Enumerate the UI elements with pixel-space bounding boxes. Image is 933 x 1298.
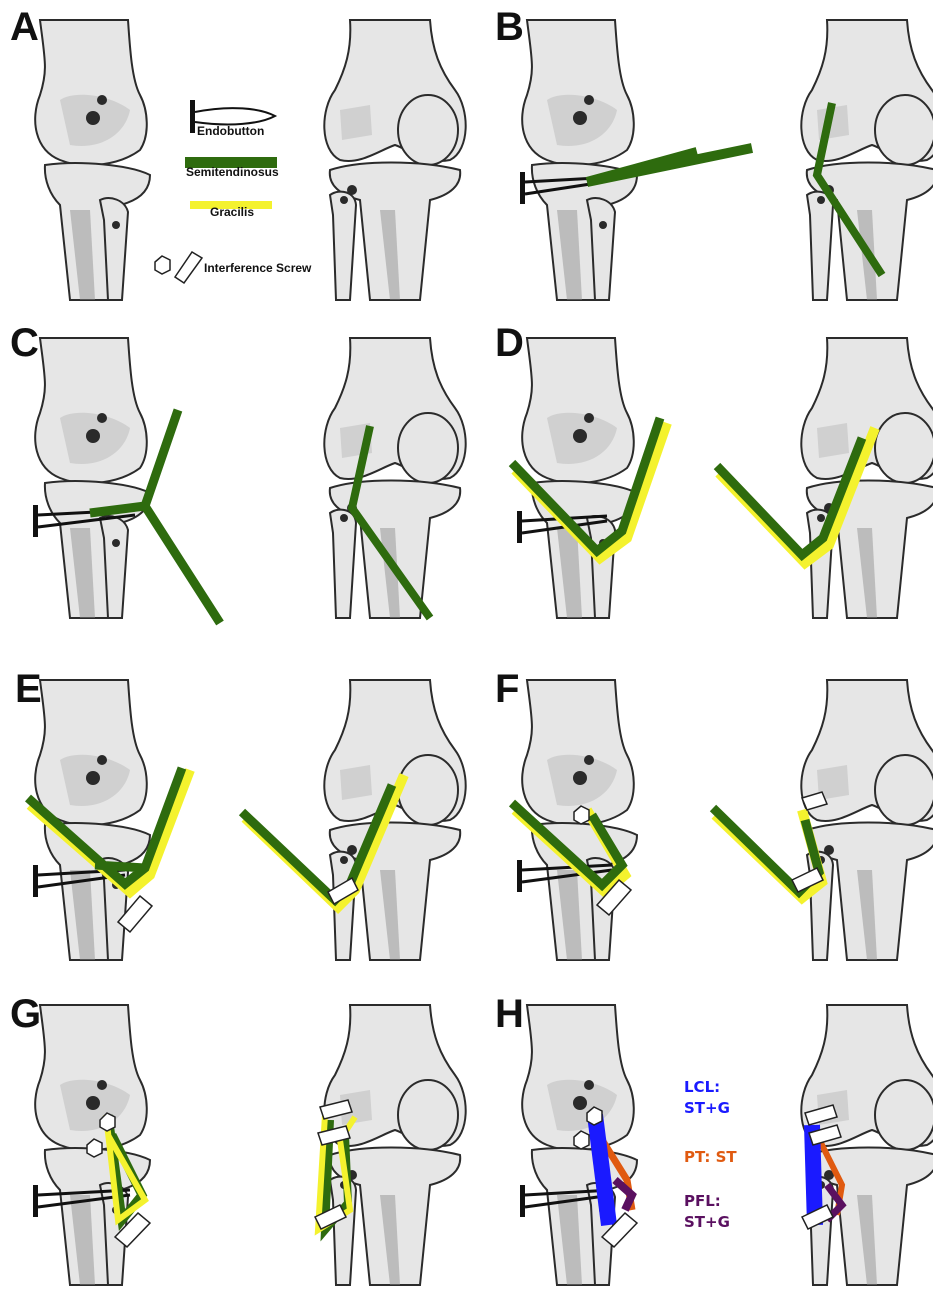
hexagon-screw-icon — [155, 256, 170, 274]
panel-e: E — [15, 667, 466, 960]
knee-lateral-view-b — [522, 20, 637, 300]
legend: Endobutton Semitendinosus Gracilis Inter… — [155, 100, 312, 283]
panel-label-d: D — [495, 321, 524, 365]
panel-label-a: A — [10, 5, 39, 49]
legend-interference-screw-label: Interference Screw — [204, 261, 312, 275]
panel-label-g: G — [10, 992, 41, 1036]
panel-d: D — [495, 321, 933, 618]
knee-posterior-view-c — [324, 338, 465, 618]
panel-label-f: F — [495, 667, 519, 711]
panel-a: A Endobutton Semitendinosus Gracilis Int… — [10, 5, 466, 300]
panel-label-h: H — [495, 992, 524, 1036]
knee-lateral-view-c — [35, 338, 150, 618]
key-lcl-value: ST+G — [684, 1099, 730, 1117]
key-lcl-title: LCL: — [684, 1078, 720, 1096]
key-pfl-title: PFL: — [684, 1192, 721, 1210]
panel-b: B — [495, 5, 933, 300]
knee-lateral-view-a — [35, 20, 150, 300]
legend-gracilis-label: Gracilis — [210, 205, 254, 219]
panel-c: C — [10, 321, 466, 623]
panel-label-e: E — [15, 667, 42, 711]
legend-semitendinosus-label: Semitendinosus — [186, 165, 279, 179]
legend-endobutton-label: Endobutton — [197, 124, 264, 138]
panel-label-b: B — [495, 5, 524, 49]
key-pt: PT: ST — [684, 1148, 737, 1166]
panel-f: F — [495, 667, 933, 960]
knee-lateral-view-d — [522, 338, 637, 618]
panel-h: H LCL: ST+G PT: ST PFL: ST+G — [495, 992, 933, 1285]
knee-posterior-view-d — [801, 338, 933, 618]
panel-g: G — [10, 992, 466, 1285]
interference-screw-icon — [175, 252, 202, 283]
panel-label-c: C — [10, 321, 39, 365]
knee-posterior-view-e — [324, 680, 465, 960]
graft-color-key: LCL: ST+G PT: ST PFL: ST+G — [684, 1078, 737, 1231]
key-pfl-value: ST+G — [684, 1213, 730, 1231]
knee-posterior-view-f — [801, 680, 933, 960]
knee-posterior-view-a — [324, 20, 465, 300]
